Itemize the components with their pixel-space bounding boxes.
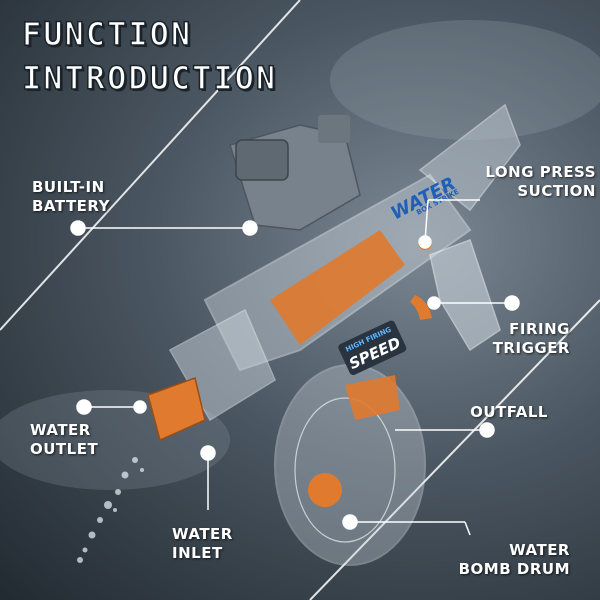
callout-line-1: WATER	[172, 525, 233, 543]
muzzle-nozzle	[147, 377, 206, 442]
callout-firing-trigger: FIRING TRIGGER	[493, 320, 570, 358]
callout-line-1: LONG PRESS	[485, 163, 596, 181]
sight-window	[235, 139, 289, 181]
callout-line-1: OUTFALL	[470, 403, 548, 421]
water-spray	[77, 457, 144, 563]
leader-water-inlet	[200, 445, 216, 510]
frame-line-upper	[0, 0, 301, 331]
gun-stock	[418, 103, 521, 212]
callout-outfall: OUTFALL	[470, 403, 548, 422]
callout-built-in-battery: BUILT-IN BATTERY	[32, 178, 110, 216]
page-title-line-2: INTRODUCTION	[21, 59, 278, 97]
leader-firing-trigger	[427, 295, 520, 311]
callout-line-2: OUTLET	[30, 440, 99, 458]
sight-top	[318, 115, 350, 143]
leader-water-bomb-drum	[342, 514, 471, 536]
callout-line-2: BATTERY	[32, 197, 111, 215]
leader-long-press-suction	[418, 199, 480, 249]
callout-line-1: WATER	[509, 541, 570, 559]
callout-water-bomb-drum: WATER BOMB DRUM	[459, 541, 570, 579]
callout-line-1: FIRING	[509, 320, 570, 338]
water-gun	[77, 103, 521, 566]
leader-outfall	[395, 422, 495, 438]
callout-water-outlet: WATER OUTLET	[30, 421, 98, 459]
drum-inner-ring	[294, 397, 396, 543]
frame-line-lower	[309, 299, 600, 600]
speed-badge-bg	[338, 320, 407, 376]
callout-line-2: BOMB DRUM	[458, 560, 570, 578]
background-blob	[330, 20, 600, 140]
leader-built-in-battery	[70, 220, 258, 236]
callout-leaders	[70, 199, 520, 536]
gun-trigger	[410, 295, 432, 320]
speed-badge: HIGH FIRING SPEED	[338, 320, 407, 376]
drum-cap	[308, 473, 342, 507]
drum-mount	[345, 375, 400, 420]
leader-water-outlet	[76, 399, 147, 415]
callout-line-2: INLET	[172, 544, 223, 562]
callout-line-2: SUCTION	[517, 182, 596, 200]
gun-grip	[429, 239, 501, 352]
callout-line-1: WATER	[30, 421, 91, 439]
page-title-line-1: FUNCTION	[21, 15, 193, 53]
callout-long-press-suction: LONG PRESS SUCTION	[485, 163, 596, 201]
callout-line-2: TRIGGER	[492, 339, 570, 357]
orange-cylinder	[270, 230, 405, 345]
callout-line-1: BUILT-IN	[32, 178, 105, 196]
callout-water-inlet: WATER INLET	[172, 525, 233, 563]
